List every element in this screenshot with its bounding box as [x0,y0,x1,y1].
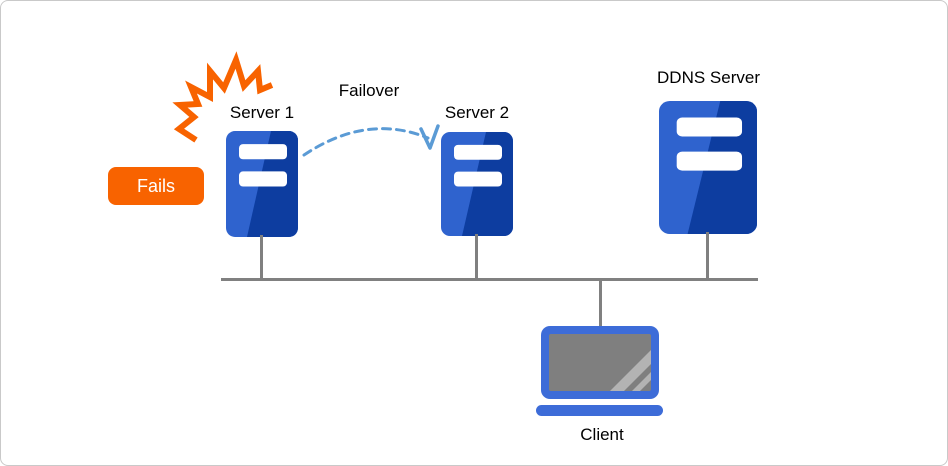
fails-badge: Fails [108,167,204,205]
ddns-server-icon [659,101,757,234]
client-label: Client [580,425,624,444]
server1-label: Server 1 [229,103,295,122]
connector-server1 [260,235,263,279]
server1-icon [226,131,298,237]
failover-label: Failover [338,81,400,100]
connector-client [599,281,602,327]
explosion-burst-icon [172,51,274,143]
connector-server2 [475,234,478,279]
fails-badge-label: Fails [136,175,175,196]
connector-ddns [706,232,709,279]
client-laptop-icon [536,326,663,416]
network-bus-line [221,278,758,281]
ddns-server-label: DDNS Server [657,68,760,87]
failover-arrow [302,124,440,157]
server2-label: Server 2 [444,103,510,122]
server2-icon [441,132,513,236]
screen-reflection [610,350,651,391]
